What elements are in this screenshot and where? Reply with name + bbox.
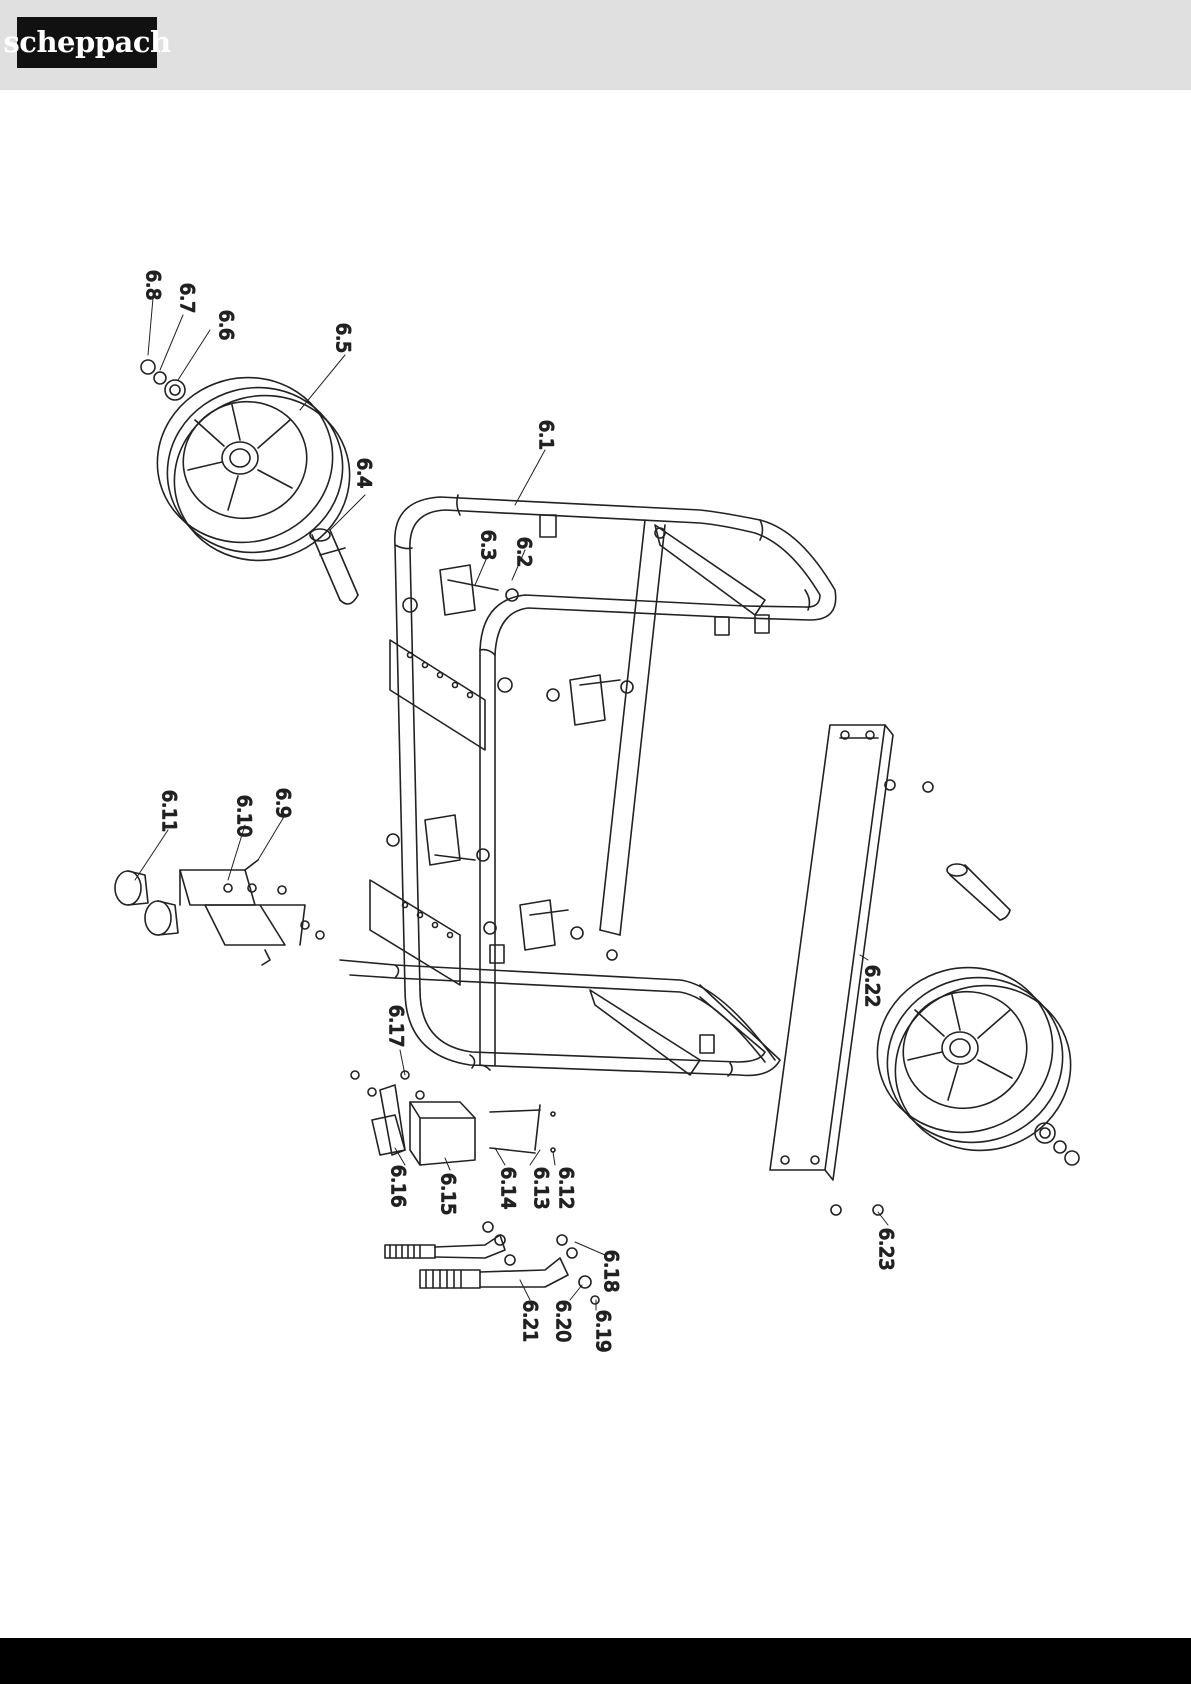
part-labels: 6.1 6.2 6.3 6.4 6.5 6.6 6.7 6.8 6.9 6.10…	[142, 270, 897, 1352]
label-6-23: 6.23	[875, 1228, 897, 1270]
rubber-mounts	[387, 565, 633, 950]
label-6-21: 6.21	[519, 1300, 541, 1342]
axle-left	[310, 529, 358, 604]
handle-assembly	[385, 1222, 599, 1304]
pin-hardware	[490, 1105, 555, 1153]
foot-assembly	[115, 860, 324, 965]
label-6-17: 6.17	[385, 1005, 407, 1047]
frame-tube	[340, 495, 836, 1076]
label-6-9: 6.9	[272, 788, 294, 818]
page-header: scheppach	[0, 0, 1191, 90]
label-6-13: 6.13	[530, 1167, 552, 1209]
wheel-left	[139, 358, 368, 580]
exploded-parts-diagram: 6.1 6.2 6.3 6.4 6.5 6.6 6.7 6.8 6.9 6.10…	[0, 90, 1191, 1638]
brand-logo: scheppach	[17, 17, 157, 68]
label-6-2: 6.2	[513, 537, 535, 567]
label-6-16: 6.16	[387, 1165, 409, 1207]
label-6-18: 6.18	[600, 1250, 622, 1292]
axle-right	[947, 864, 1010, 920]
label-6-22: 6.22	[861, 965, 883, 1007]
support-bracket	[770, 725, 933, 1215]
label-6-11: 6.11	[158, 790, 180, 832]
label-6-3: 6.3	[477, 530, 499, 560]
battery-assembly	[351, 1071, 475, 1165]
label-6-15: 6.15	[437, 1173, 459, 1215]
label-6-8: 6.8	[142, 270, 164, 300]
label-6-6: 6.6	[215, 310, 237, 340]
label-6-10: 6.10	[233, 795, 255, 837]
label-6-4: 6.4	[353, 458, 375, 488]
page-footer	[0, 1638, 1191, 1684]
label-6-20: 6.20	[552, 1300, 574, 1342]
label-6-1: 6.1	[535, 420, 557, 450]
label-6-19: 6.19	[592, 1310, 614, 1352]
label-6-7: 6.7	[176, 283, 198, 313]
wheel-right	[859, 948, 1089, 1170]
label-6-5: 6.5	[332, 323, 354, 353]
label-6-12: 6.12	[555, 1167, 577, 1209]
label-6-14: 6.14	[497, 1167, 519, 1209]
